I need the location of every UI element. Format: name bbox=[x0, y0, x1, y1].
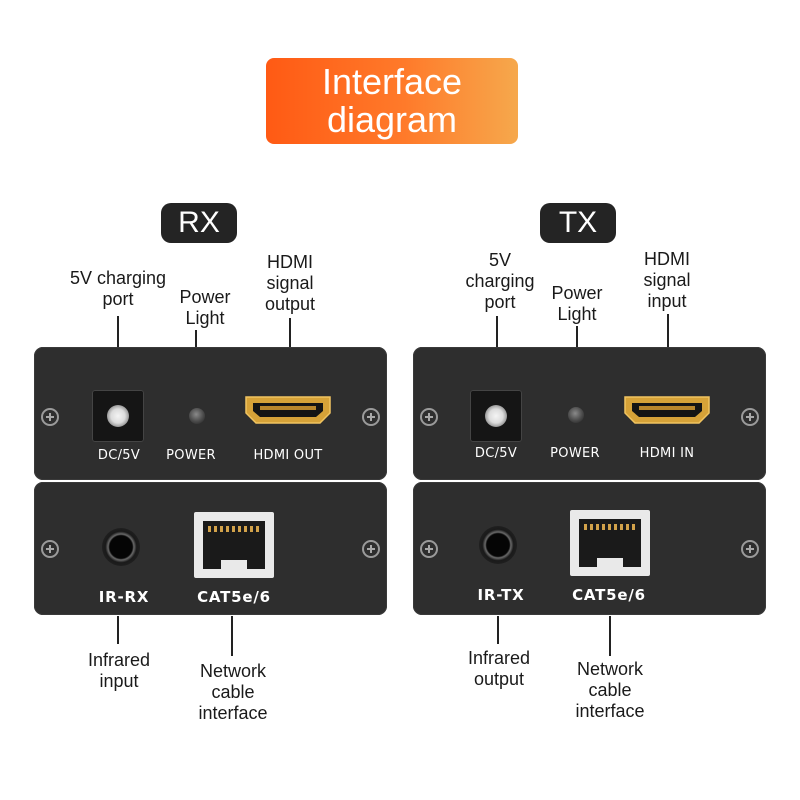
screw-icon bbox=[362, 408, 380, 426]
rx-callout-power-light: Power Light bbox=[150, 287, 260, 329]
screw-icon bbox=[41, 540, 59, 558]
tx-rj45-port bbox=[570, 510, 650, 576]
rx-callout-network-interface: Network cable interface bbox=[178, 661, 288, 724]
rx-label-power: POWER bbox=[166, 448, 216, 463]
tx-callout-hdmi-line-2: signal bbox=[643, 270, 691, 290]
rx-callout-hdmi-line-3: output bbox=[264, 294, 316, 314]
tx-dc-jack bbox=[470, 390, 522, 442]
rx-tag: RX bbox=[161, 203, 237, 243]
screw-icon bbox=[420, 408, 438, 426]
rx-callout-charging-line-2: port bbox=[102, 289, 134, 309]
tx-front-panel: DC/5V POWER HDMI IN bbox=[413, 347, 766, 480]
tx-callout-power-light: Power Light bbox=[522, 283, 632, 325]
tx-callout-charging-port: 5V charging port bbox=[440, 250, 560, 313]
rx-callout-power-line-1: Power bbox=[179, 287, 231, 307]
tx-hdmi-port-icon bbox=[624, 396, 710, 424]
rx-callout-network-line-1: Network bbox=[199, 661, 266, 681]
screw-icon bbox=[741, 540, 759, 558]
rx-ir-jack bbox=[102, 528, 140, 566]
rx-callout-infrared-line-1: Infrared bbox=[87, 650, 151, 670]
tx-callout-charging-line-2: charging bbox=[465, 271, 535, 291]
rx-dc-jack bbox=[92, 390, 144, 442]
tx-label-cat: CAT5e/6 bbox=[572, 586, 646, 604]
rx-callout-hdmi-line-2: signal bbox=[266, 273, 314, 293]
title-line-2: diagram bbox=[326, 99, 458, 140]
rx-callout-infrared-line-2: input bbox=[99, 671, 139, 691]
tx-callout-network-interface: Network cable interface bbox=[555, 659, 665, 722]
title-banner: Interface diagram bbox=[266, 58, 518, 144]
rx-rj45-port bbox=[194, 512, 274, 578]
rx-leader-network bbox=[231, 616, 233, 656]
tx-callout-hdmi-input: HDMI signal input bbox=[612, 249, 722, 312]
rx-leader-infrared bbox=[117, 616, 119, 644]
tx-callout-power-line-2: Light bbox=[557, 304, 597, 324]
tx-label-ir: IR-TX bbox=[477, 586, 525, 604]
tx-callout-infrared-line-1: Infrared bbox=[467, 648, 531, 668]
rx-label-cat: CAT5e/6 bbox=[197, 588, 271, 606]
rx-callout-charging-line-1: 5V charging bbox=[69, 268, 167, 288]
tx-tag: TX bbox=[540, 203, 616, 243]
tx-callout-network-line-3: interface bbox=[575, 701, 645, 721]
rx-callout-infrared-input: Infrared input bbox=[64, 650, 174, 692]
tx-label-dc: DC/5V bbox=[474, 446, 518, 461]
rx-hdmi-port-icon bbox=[245, 396, 331, 424]
rx-callout-charging-port: 5V charging port bbox=[48, 268, 188, 310]
screw-icon bbox=[420, 540, 438, 558]
screw-icon bbox=[362, 540, 380, 558]
tx-callout-infrared-line-2: output bbox=[473, 669, 525, 689]
rx-label-ir: IR-RX bbox=[98, 588, 150, 606]
rx-callout-network-line-2: cable bbox=[211, 682, 255, 702]
tx-callout-power-line-1: Power bbox=[551, 283, 603, 303]
rx-callout-hdmi-line-1: HDMI bbox=[267, 252, 313, 272]
title-line-1: Interface bbox=[321, 61, 463, 102]
tx-callout-network-line-1: Network bbox=[576, 659, 643, 679]
rx-callout-power-line-2: Light bbox=[185, 308, 225, 328]
tx-ir-jack bbox=[479, 526, 517, 564]
screw-icon bbox=[41, 408, 59, 426]
rx-front-panel: DC/5V POWER HDMI OUT bbox=[34, 347, 387, 480]
rx-label-hdmi: HDMI OUT bbox=[253, 448, 323, 463]
rx-label-dc: DC/5V bbox=[97, 448, 141, 463]
tx-callout-network-line-2: cable bbox=[588, 680, 632, 700]
tx-callout-hdmi-line-1: HDMI bbox=[644, 249, 690, 269]
rx-callout-hdmi-output: HDMI signal output bbox=[235, 252, 345, 315]
rx-back-panel: IR-RX CAT5e/6 bbox=[34, 482, 387, 615]
tx-back-panel: IR-TX CAT5e/6 bbox=[413, 482, 766, 615]
tx-label-power: POWER bbox=[550, 446, 600, 461]
rx-power-led bbox=[189, 408, 205, 424]
tx-leader-infrared bbox=[497, 616, 499, 644]
tx-power-led bbox=[568, 407, 584, 423]
rx-callout-network-line-3: interface bbox=[198, 703, 268, 723]
tx-callout-hdmi-line-3: input bbox=[647, 291, 687, 311]
tx-label-hdmi: HDMI IN bbox=[639, 446, 695, 461]
screw-icon bbox=[741, 408, 759, 426]
tx-leader-network bbox=[609, 616, 611, 656]
tx-callout-infrared-output: Infrared output bbox=[444, 648, 554, 690]
tx-callout-charging-line-1: 5V bbox=[488, 250, 512, 270]
tx-callout-charging-line-3: port bbox=[484, 292, 516, 312]
